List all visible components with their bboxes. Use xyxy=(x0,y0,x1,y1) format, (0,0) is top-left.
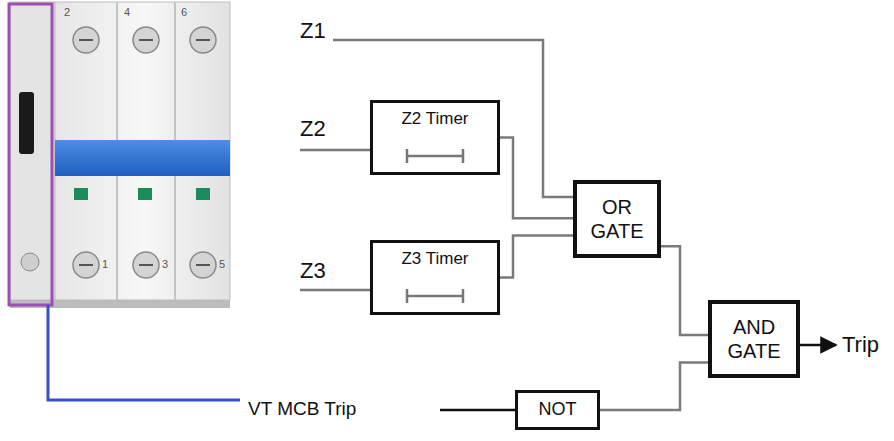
aux-contact xyxy=(10,2,55,300)
screw xyxy=(133,27,159,53)
signal-wire xyxy=(440,409,515,412)
terminal-number: 5 xyxy=(219,258,225,271)
timer-box: Z3 Timer xyxy=(370,240,500,315)
node-text: NOT xyxy=(539,399,577,421)
highlight-frame xyxy=(9,4,52,305)
signal-name: Z1 xyxy=(300,18,326,43)
signal-connector xyxy=(661,246,708,335)
signal-connector xyxy=(500,235,573,277)
terminal-number: 4 xyxy=(124,6,130,19)
terminal-number: 2 xyxy=(64,6,70,19)
signal-wire xyxy=(300,149,370,152)
signal-wire xyxy=(333,40,573,197)
screw xyxy=(133,252,159,278)
signal-name: VT MCB Trip xyxy=(248,398,356,420)
terminal-number: 6 xyxy=(181,6,187,19)
timer-symbol xyxy=(405,288,465,304)
node-text: AND GATE xyxy=(728,315,781,363)
screw-slot xyxy=(79,264,93,266)
indicator xyxy=(196,188,210,200)
screw-slot xyxy=(139,39,153,41)
screw-slot xyxy=(196,39,210,41)
screw xyxy=(73,27,99,53)
screw xyxy=(21,253,39,271)
signal-connector xyxy=(600,362,708,410)
toggle-handle xyxy=(19,92,34,154)
screw xyxy=(190,252,216,278)
not-gate: NOT xyxy=(515,390,600,430)
signal-wire xyxy=(300,289,370,292)
terminal-number: 1 xyxy=(102,258,108,271)
toggle-bar xyxy=(55,140,230,176)
indicator xyxy=(138,188,152,200)
node-text: OR GATE xyxy=(591,195,644,243)
breaker-body xyxy=(55,2,230,300)
screw xyxy=(73,252,99,278)
screw-slot xyxy=(79,39,93,41)
signal-connector xyxy=(500,138,573,219)
timer-box: Z2 Timer xyxy=(370,100,500,175)
and-gate: AND GATE xyxy=(708,300,800,378)
terminal-number: 3 xyxy=(162,258,168,271)
timer-symbol xyxy=(405,148,465,164)
signal-name: Z3 xyxy=(300,258,326,283)
node-text: Z2 Timer xyxy=(401,109,468,129)
screw-slot xyxy=(139,264,153,266)
screw xyxy=(190,27,216,53)
signal-name: Trip xyxy=(842,332,879,357)
output-arrow xyxy=(800,344,836,347)
screw-slot xyxy=(196,264,210,266)
indicator xyxy=(74,188,88,200)
or-gate: OR GATE xyxy=(573,180,661,258)
trip-wire xyxy=(48,305,240,400)
node-text: Z3 Timer xyxy=(401,249,468,269)
signal-name: Z2 xyxy=(300,116,326,141)
